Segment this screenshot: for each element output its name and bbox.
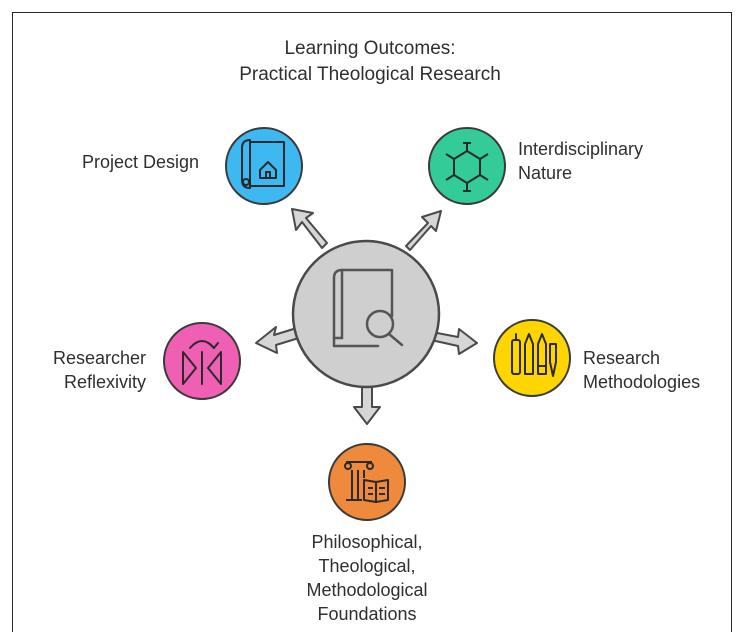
molecule-network-icon (445, 142, 489, 192)
label-project-design: Project Design (82, 152, 200, 172)
arrow-to-project-design (291, 208, 328, 249)
pens-tools-icon (511, 333, 557, 377)
mirror-reflect-icon (182, 340, 222, 385)
center-node (291, 239, 441, 389)
node-foundations (328, 443, 406, 521)
arrow-to-foundations (353, 383, 381, 425)
arrow-to-interdisciplinary (405, 210, 442, 251)
label-foundations: Philosophical, Theological, Methodologic… (306, 532, 428, 624)
column-book-icon (344, 461, 389, 503)
node-interdisciplinary (428, 127, 506, 205)
title-line-2: Practical Theological Research (239, 64, 501, 85)
label-interdisciplinary: Interdisciplinary Nature (518, 139, 644, 183)
arrow-to-methodologies (430, 328, 478, 355)
book-search-icon (332, 268, 404, 348)
label-reflexivity: Researcher Reflexivity (52, 348, 146, 392)
node-reflexivity (163, 322, 241, 400)
title-line-1: Learning Outcomes: (284, 38, 456, 59)
node-project-design (225, 127, 303, 205)
blueprint-house-icon (241, 139, 285, 189)
label-research-methodologies: Research Methodologies (583, 348, 701, 392)
node-research-methodologies (493, 319, 571, 397)
diagram-title: Learning Outcomes: Practical Theological… (170, 36, 570, 88)
